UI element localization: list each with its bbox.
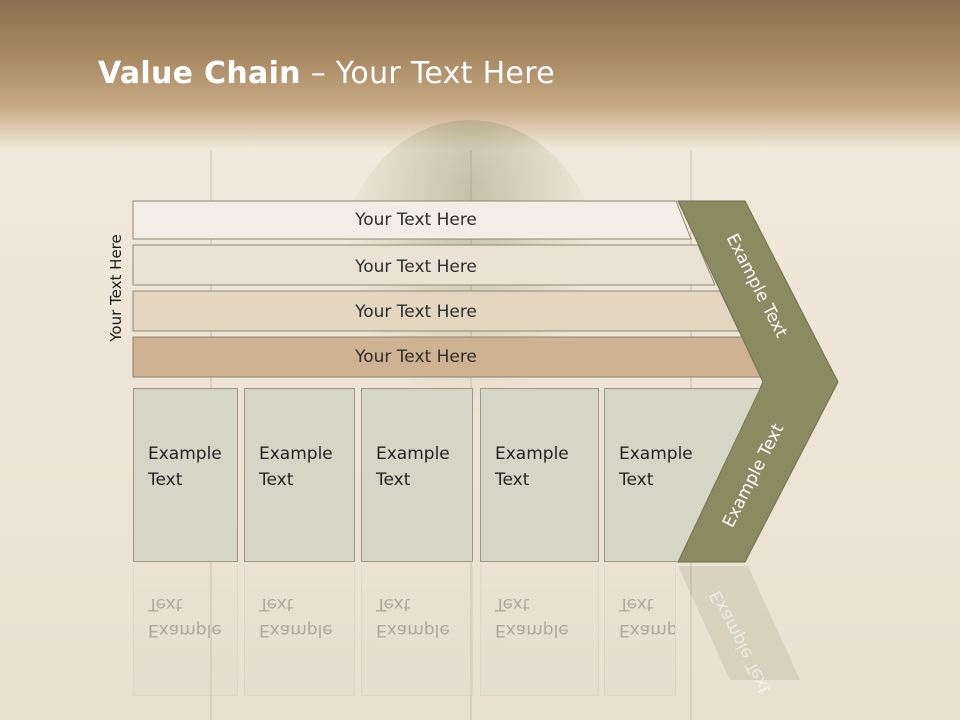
cell-reflection-text: Example Text: [376, 594, 450, 640]
row-4: Your Text Here: [132, 336, 764, 378]
cell-reflection: Example Text: [480, 566, 599, 696]
row-1: Your Text Here: [132, 200, 692, 240]
row-1-shape: [132, 200, 692, 240]
cell-reflection: Example Text: [244, 566, 355, 696]
cell-reflection: Example Text: [133, 566, 238, 696]
activity-cell-1: Example Text: [133, 388, 238, 562]
cell-reflection: Example Text: [361, 566, 473, 696]
slide-title: Value Chain – Your Text Here: [98, 56, 555, 91]
row-2-label: Your Text Here: [354, 257, 477, 277]
cell-reflection-text: Example Text: [619, 594, 676, 640]
row-3-label: Your Text Here: [354, 302, 477, 322]
cell-reflection-text: Example Text: [495, 594, 569, 640]
cell-reflection-text: Example Text: [148, 594, 222, 640]
row-2: Your Text Here: [132, 244, 716, 286]
activity-cell-2-label: Example Text: [259, 444, 333, 490]
activity-cell-4: Example Text: [480, 388, 599, 562]
cell-reflection: Example Text: [604, 566, 676, 696]
activity-cell-2: Example Text: [244, 388, 355, 562]
title-rest: – Your Text Here: [300, 56, 555, 91]
row-4-label: Your Text Here: [354, 347, 477, 367]
row-1-label: Your Text Here: [354, 210, 477, 230]
chevron-reflection: [678, 566, 800, 680]
cell-reflection-text: Example Text: [259, 594, 333, 640]
row-2-shape: [132, 244, 716, 286]
activity-cell-1-label: Example Text: [148, 444, 222, 490]
activity-cell-4-label: Example Text: [495, 444, 569, 490]
chevron-arrow: [677, 200, 839, 563]
activity-cell-3-label: Example Text: [376, 444, 450, 490]
title-bold: Value Chain: [98, 56, 301, 91]
activity-cell-3: Example Text: [361, 388, 473, 562]
activity-cell-5-label: Example Text: [619, 444, 693, 490]
title-banner: [0, 0, 960, 150]
row-3: Your Text Here: [132, 290, 740, 332]
